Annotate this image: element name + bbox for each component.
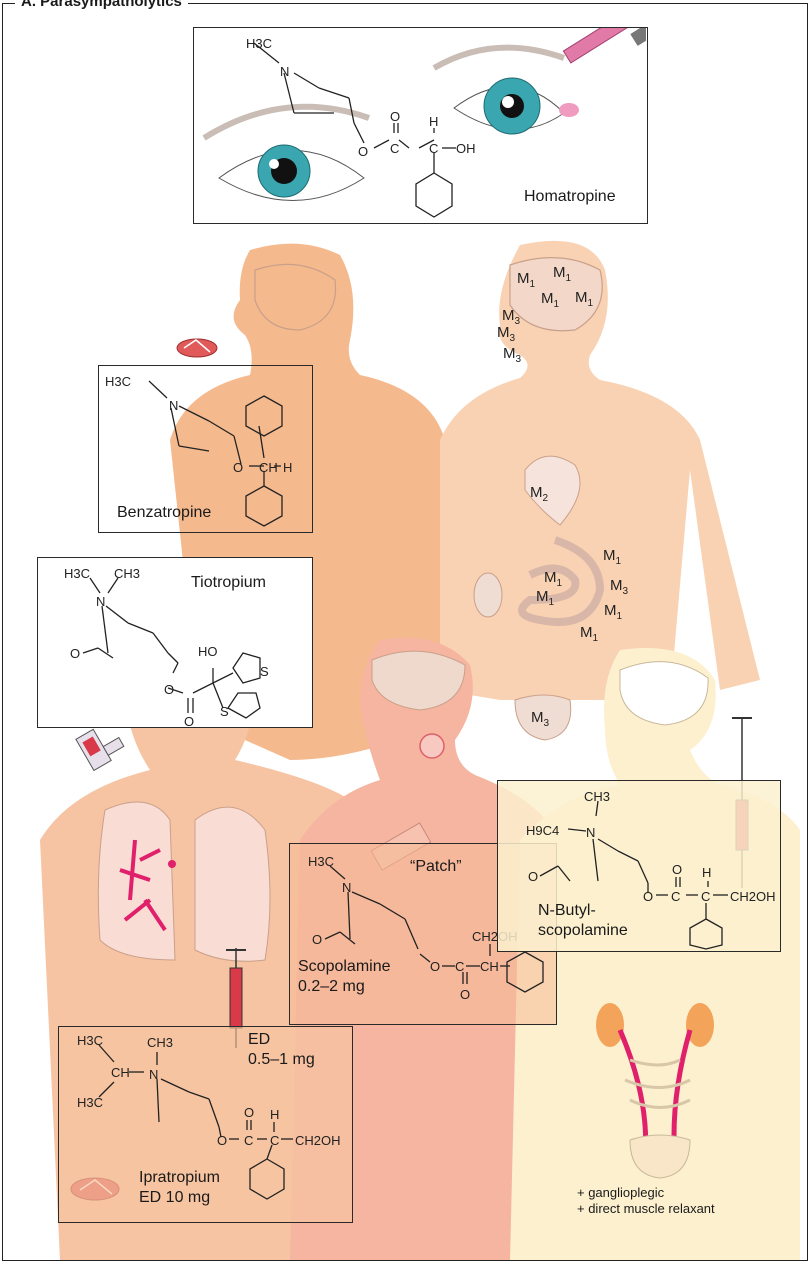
patch-label: “Patch” [410,858,462,876]
benzatropine-o-label: O [233,460,243,475]
ipratropium-c1-label: C [244,1133,253,1148]
ipratropium-n-label: N [149,1067,158,1082]
butylscopolamine-n-label: N [586,825,595,840]
eyedropper-icon [559,28,646,117]
scopolamine-h3c-label: H3C [308,854,334,869]
butylscopolamine-box: CH3 H9C4 N O O C O C H CH2OH N-Butyl- sc… [497,780,781,952]
homatropine-label: Homatropine [524,188,616,206]
butylscopolamine-h-label: H [702,865,711,880]
tiotropium-label: Tiotropium [191,574,266,592]
ipratropium-dose-label: ED 10 mg [139,1189,210,1207]
homatropine-h3c-label: H3C [246,36,272,51]
scopolamine-dose: 0.2–2 mg [298,978,365,996]
homatropine-box: H3C N O C O C H OH Homatropine [193,27,648,224]
scopolamine-c-label: C [455,959,464,974]
tiotropium-s2-label: S [220,704,229,719]
homatropine-o2-label: O [390,109,400,124]
ed-label: ED [248,1031,270,1049]
ipratropium-c2-label: C [270,1133,279,1148]
pill-top-icon [177,339,217,357]
benzatropine-box: H3C N O CH H Benzatropine [98,365,313,533]
ipratropium-o2-label: O [244,1105,254,1120]
tiotropium-ho-label: HO [198,644,218,659]
scopolamine-label: Scopolamine [298,958,391,976]
benzatropine-label: Benzatropine [117,504,211,522]
scopolamine-o1-label: O [312,932,322,947]
ipratropium-label: Ipratropium [139,1169,220,1187]
tiotropium-o2-label: O [164,682,174,697]
ipratropium-h3c-top-label: H3C [77,1033,103,1048]
ipratropium-h-label: H [270,1107,279,1122]
ed-dose-label: 0.5–1 mg [248,1051,315,1069]
homatropine-n-label: N [280,64,289,79]
ipratropium-ch3-label: CH3 [147,1035,173,1050]
note-ganglioplegic: + ganglioplegic [577,1185,664,1200]
scopolamine-o2-label: O [430,959,440,974]
tiotropium-n-label: N [96,594,105,609]
scopolamine-ch-label: CH [480,959,499,974]
scopolamine-o3-label: O [460,987,470,1002]
tiotropium-box: H3C CH3 N O O HO O S S Tiotropium [37,557,313,728]
butylscopolamine-ch3-label: CH3 [584,789,610,804]
butylscopolamine-h9c4-label: H9C4 [526,823,559,838]
benzatropine-ch-label: CH [259,460,278,475]
ipratropium-ch-label: CH [111,1065,130,1080]
ipratropium-ch2oh-label: CH2OH [295,1133,341,1148]
butylscopolamine-c1-label: C [671,889,680,904]
tiotropium-o3-label: O [184,714,194,726]
tiotropium-o1-label: O [70,646,80,661]
tiotropium-h3c-label: H3C [64,566,90,581]
butylscopolamine-label-line1: N-Butyl- [538,902,596,920]
homatropine-h-label: H [429,114,438,129]
figure-peach-body [440,241,760,740]
homatropine-c1-label: C [390,141,399,156]
tiotropium-s1-label: S [260,664,269,679]
homatropine-c2-label: C [429,141,438,156]
butylscopolamine-ch2oh-label: CH2OH [730,889,776,904]
tiotropium-structure: H3C CH3 N O O HO O S S [38,558,311,726]
butylscopolamine-o2-label: O [643,889,653,904]
ipratropium-box: H3C CH H3C CH3 N O C O C H CH2OH ED 0.5–… [58,1026,353,1223]
ipratropium-h3c-bottom-label: H3C [77,1095,103,1110]
butylscopolamine-o1-label: O [528,869,538,884]
note-muscle-relaxant: + direct muscle relaxant [577,1201,715,1216]
butylscopolamine-label-line2: scopolamine [538,922,628,940]
ipratropium-o1-label: O [217,1133,227,1148]
homatropine-o-label: O [358,144,368,159]
homatropine-oh-label: OH [456,141,476,156]
butylscopolamine-o3-label: O [672,862,682,877]
tiotropium-ch3-label: CH3 [114,566,140,581]
benzatropine-n-label: N [169,398,178,413]
butylscopolamine-c2-label: C [701,889,710,904]
benzatropine-h3c-label: H3C [105,374,131,389]
benzatropine-h-label: H [283,460,292,475]
scopolamine-n-label: N [342,880,351,895]
